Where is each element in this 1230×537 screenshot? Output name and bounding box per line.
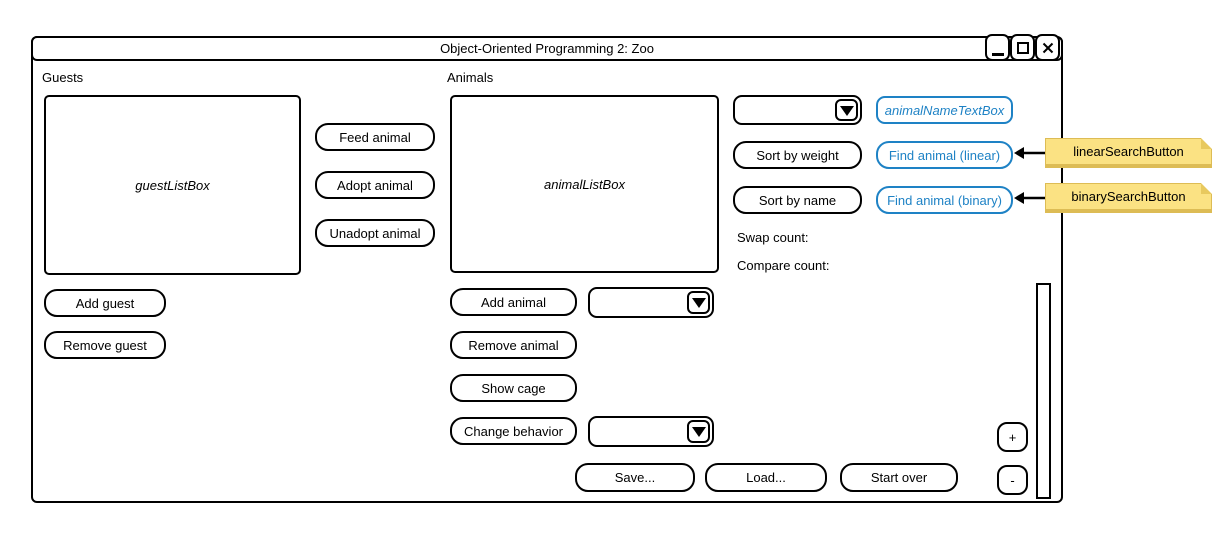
guest-listbox[interactable]: guestListBox — [44, 95, 301, 275]
dropdown-arrow-icon — [839, 105, 854, 116]
annotation-note-label: linearSearchButton — [1073, 144, 1184, 159]
sort-dropdown-value — [743, 97, 830, 123]
animal-listbox-placeholder: animalListBox — [544, 176, 625, 192]
animal-name-textbox[interactable]: animalNameTextBox — [876, 96, 1013, 124]
feed-animal-button[interactable]: Feed animal — [315, 123, 435, 151]
load-button[interactable]: Load... — [705, 463, 827, 492]
minimize-icon — [991, 53, 1004, 56]
window-title: Object-Oriented Programming 2: Zoo — [440, 41, 654, 56]
annotation-note-binary-search: binarySearchButton — [1045, 183, 1212, 213]
adopt-animal-button[interactable]: Adopt animal — [315, 171, 435, 199]
sort-dropdown[interactable] — [733, 95, 862, 125]
arrow-left-icon — [1014, 192, 1045, 204]
dropdown-arrow-icon — [691, 427, 706, 437]
animals-label: Animals — [447, 70, 494, 85]
animal-type-dropdown[interactable] — [588, 287, 714, 318]
add-guest-button[interactable]: Add guest — [44, 289, 166, 317]
close-icon — [1042, 42, 1053, 53]
find-animal-binary-button[interactable]: Find animal (binary) — [876, 186, 1013, 214]
zoom-out-button[interactable]: - — [997, 465, 1028, 495]
animal-name-textbox-placeholder: animalNameTextBox — [884, 102, 1005, 118]
annotation-note-linear-search: linearSearchButton — [1045, 138, 1212, 168]
animal-type-dropdown-value — [598, 289, 682, 316]
guest-listbox-placeholder: guestListBox — [135, 177, 210, 193]
maximize-button[interactable] — [1010, 34, 1035, 61]
remove-animal-button[interactable]: Remove animal — [450, 331, 577, 359]
find-animal-linear-button[interactable]: Find animal (linear) — [876, 141, 1013, 169]
window-titlebar[interactable]: Object-Oriented Programming 2: Zoo — [31, 36, 1063, 61]
annotation-note-label: binarySearchButton — [1071, 189, 1186, 204]
dropdown-arrow-icon — [691, 298, 706, 308]
swap-count-label: Swap count: — [737, 230, 809, 245]
start-over-button[interactable]: Start over — [840, 463, 958, 492]
maximize-icon — [1016, 41, 1029, 54]
save-button[interactable]: Save... — [575, 463, 695, 492]
animal-type-dropdown-button[interactable] — [687, 291, 710, 314]
sort-by-name-button[interactable]: Sort by name — [733, 186, 862, 214]
guests-label: Guests — [42, 70, 84, 85]
unadopt-animal-button[interactable]: Unadopt animal — [315, 219, 435, 247]
arrow-left-icon — [1014, 147, 1045, 159]
behavior-dropdown-value — [598, 418, 682, 445]
behavior-dropdown-button[interactable] — [687, 420, 710, 443]
change-behavior-button[interactable]: Change behavior — [450, 417, 577, 445]
sort-by-weight-button[interactable]: Sort by weight — [733, 141, 862, 169]
compare-count-label: Compare count: — [737, 258, 830, 273]
add-animal-button[interactable]: Add animal — [450, 288, 577, 316]
animal-listbox[interactable]: animalListBox — [450, 95, 719, 273]
vertical-slider[interactable] — [1036, 283, 1051, 499]
minimize-button[interactable] — [985, 34, 1010, 61]
sort-dropdown-button[interactable] — [835, 99, 858, 121]
show-cage-button[interactable]: Show cage — [450, 374, 577, 402]
behavior-dropdown[interactable] — [588, 416, 714, 447]
remove-guest-button[interactable]: Remove guest — [44, 331, 166, 359]
close-button[interactable] — [1035, 34, 1060, 61]
zoom-in-button[interactable]: + — [997, 422, 1028, 452]
